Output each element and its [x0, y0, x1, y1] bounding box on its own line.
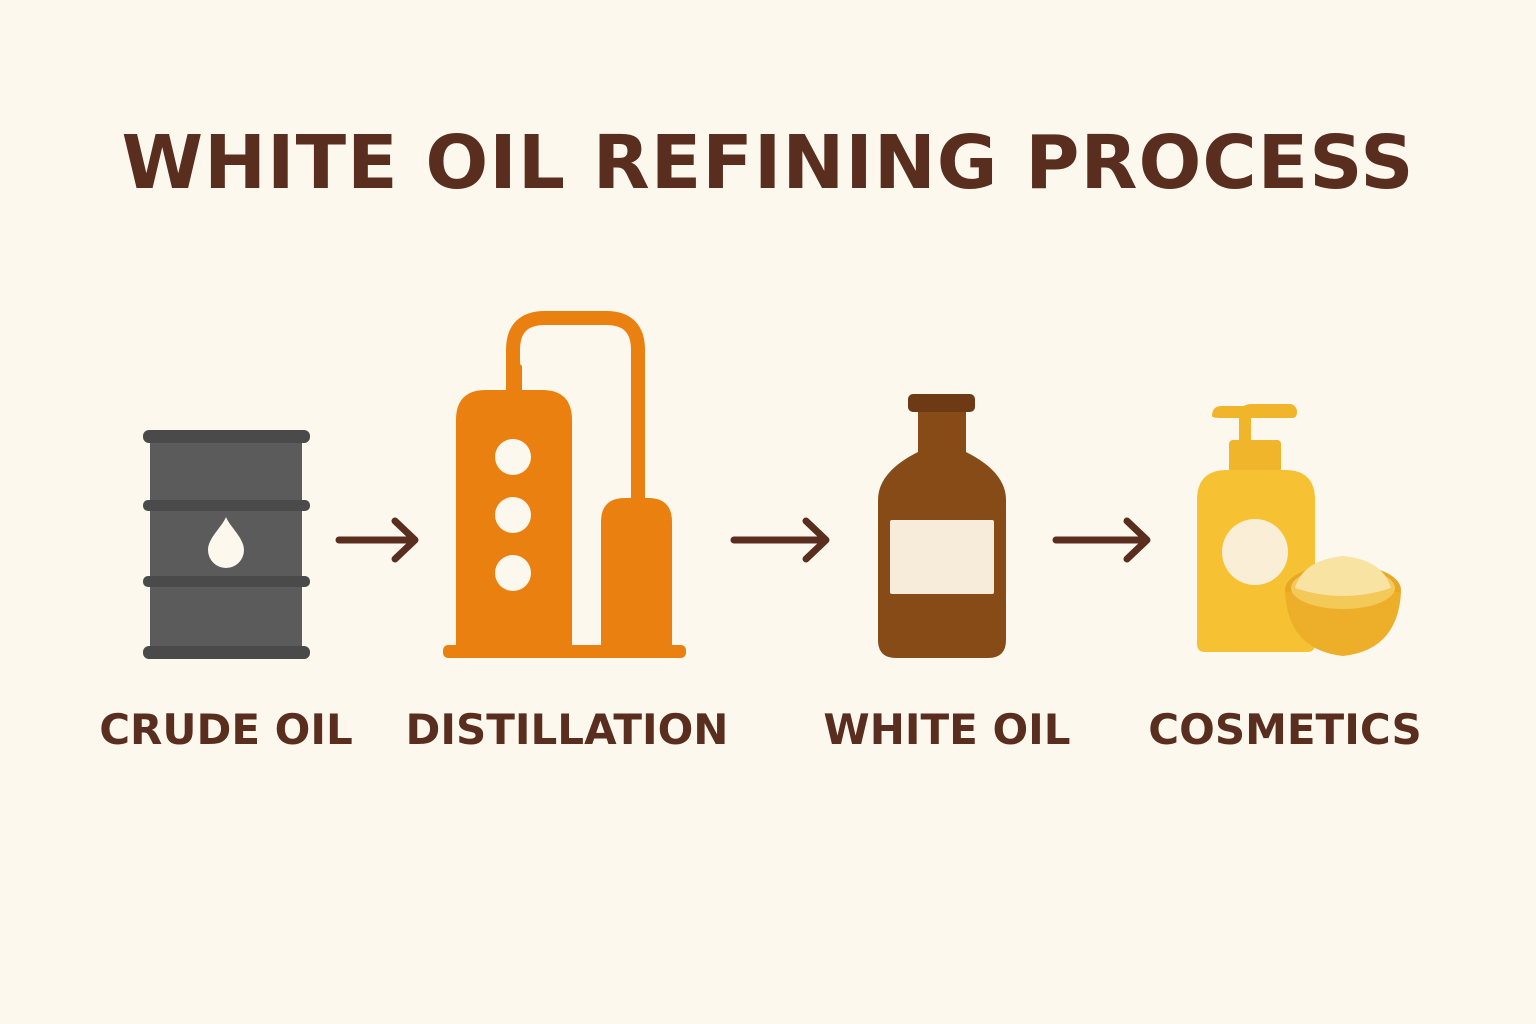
arrow-right-icon — [1052, 517, 1151, 563]
diagram-title: WHITE OIL REFINING PROCESS — [121, 120, 1415, 206]
cream-jar-icon — [1285, 556, 1401, 656]
tower-window — [495, 439, 531, 475]
step-label-cosmetics: COSMETICS — [1148, 705, 1422, 754]
bottle-label-circle — [1222, 519, 1288, 585]
cosmetics-icon — [1197, 404, 1401, 656]
oil-barrel-icon — [143, 430, 310, 659]
step-label-crude-oil: CRUDE OIL — [99, 705, 353, 754]
bottle-label — [890, 520, 994, 594]
oil-drop-icon — [208, 517, 244, 568]
arrow-right-icon — [730, 517, 830, 563]
step-label-white-oil: WHITE OIL — [823, 705, 1071, 754]
step-label-distillation: DISTILLATION — [405, 705, 729, 754]
arrow-right-icon — [335, 517, 419, 563]
bottle-icon — [878, 394, 1006, 658]
tower-window — [495, 497, 531, 533]
distillation-tower-icon — [443, 311, 686, 658]
tower-window — [495, 555, 531, 591]
